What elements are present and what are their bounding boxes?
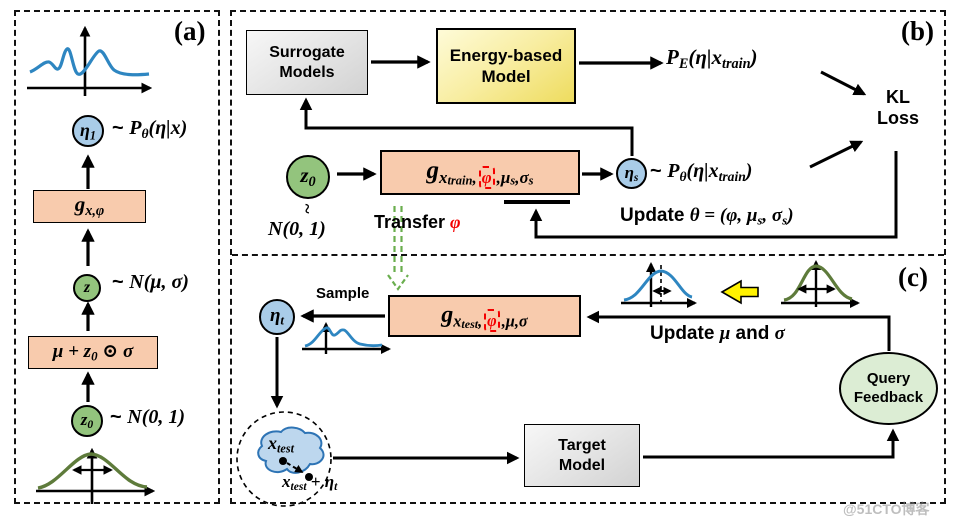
z-symbol: z — [83, 279, 91, 296]
watermark: @51CTO博客 — [843, 501, 930, 517]
panel-a-label: (a) — [174, 16, 206, 46]
z0-symbol-b: z0 — [300, 162, 316, 190]
generator-train-box: gxtrain,φ,μs,σs — [380, 150, 580, 195]
z-distribution-label: ~ N(μ, σ) — [112, 271, 189, 293]
xtest-point — [279, 457, 287, 465]
panel-b-arrows — [299, 55, 898, 239]
gaussian-distribution-icon — [36, 447, 156, 504]
eta1-node: η1 — [72, 115, 104, 147]
generator-box-a: gx,φ — [33, 190, 146, 223]
blue-multimodal-curve — [29, 47, 150, 77]
eta-t-symbol: ηt — [269, 305, 285, 328]
reparameterization-box: μ + z0 ⊙ σ — [28, 336, 158, 369]
z-node: z — [73, 274, 101, 302]
blue-gaussian-curve — [623, 269, 693, 302]
blue-sample-curve — [304, 326, 383, 348]
panel-c-arrows — [270, 309, 900, 465]
generator-formula: gx,φ — [74, 192, 105, 220]
xtest-plus-eta-label: xtest + ηt — [282, 472, 338, 494]
pe-distribution-label: PE(η|xtrain) — [666, 45, 758, 72]
perturbation-arrow — [286, 462, 304, 473]
eta1-distribution-label: ~ Pθ(η|x) — [112, 117, 188, 141]
shifted-gaussian-icon — [621, 261, 698, 309]
target-model-box: Target Model — [524, 424, 640, 487]
z0-symbol-a: z0 — [80, 410, 94, 432]
arrow-pe-to-kl — [820, 70, 867, 96]
arrow-query-to-gtest — [586, 310, 891, 351]
generator-test-formula: gxtest,φ,μ,σ — [441, 301, 528, 333]
z0-node-a: z0 — [71, 405, 103, 437]
z0-distribution-label-b: N(0, 1) — [268, 218, 326, 240]
green-gaussian-curve — [783, 264, 853, 302]
surrogate-models-box: Surrogate Models — [246, 30, 368, 95]
eta-t-node: ηt — [259, 299, 295, 335]
eta-s-symbol: ηs — [624, 162, 639, 184]
tilde-symbol: ~ — [295, 203, 317, 214]
xtest-label: xtest — [268, 433, 294, 456]
generator-train-formula: gxtrain,φ,μs,σs — [426, 157, 534, 189]
panel-c-label: (c) — [898, 262, 928, 292]
update-mu-sigma-label: Update μ and σ — [650, 323, 785, 344]
z0-distribution-label-a: ~ N(0, 1) — [110, 406, 186, 428]
reparameterization-formula: μ + z0 ⊙ σ — [52, 340, 134, 364]
sample-distribution-icon — [302, 321, 392, 355]
energy-based-model-box: Energy-based Model — [436, 28, 576, 104]
eta1-symbol: η1 — [79, 119, 96, 143]
prior-gaussian-icon — [781, 259, 861, 309]
arrow-etas-to-kl — [809, 140, 864, 169]
adversarial-point — [305, 473, 313, 481]
panel-a-border — [14, 10, 220, 504]
xtest-blob — [257, 426, 325, 474]
arrowhead — [387, 274, 409, 291]
sample-label: Sample — [316, 285, 370, 302]
transfer-phi-label: Transfer φ — [374, 212, 461, 232]
arrow-target-to-query — [643, 428, 900, 459]
panel-bc-border — [230, 10, 946, 504]
z0-node-b: z0 — [286, 155, 330, 199]
green-gaussian-curve — [37, 452, 148, 490]
arrow-kl-update-theta — [529, 151, 898, 239]
kl-loss-label: KL Loss — [876, 87, 919, 128]
eta-s-node: ηs — [616, 158, 647, 189]
update-theta-label: Update θ = (φ, μs, σs) — [620, 205, 794, 228]
query-feedback-ellipse: Query Feedback — [839, 352, 938, 425]
eta-s-distribution-label: ~ Pθ(η|xtrain) — [650, 160, 753, 184]
arrow-etas-to-surrogate — [299, 97, 634, 156]
xtest-region-icon — [236, 411, 332, 507]
generator-test-box: gxtest,φ,μ,σ — [388, 295, 581, 337]
multimodal-distribution-icon — [27, 25, 153, 96]
panel-b-label: (b) — [901, 16, 934, 46]
yellow-left-arrow-icon — [720, 279, 759, 305]
dashed-circle — [236, 411, 332, 507]
transfer-phi-arrow-icon — [387, 206, 409, 291]
panel-bc-divider — [232, 254, 944, 256]
